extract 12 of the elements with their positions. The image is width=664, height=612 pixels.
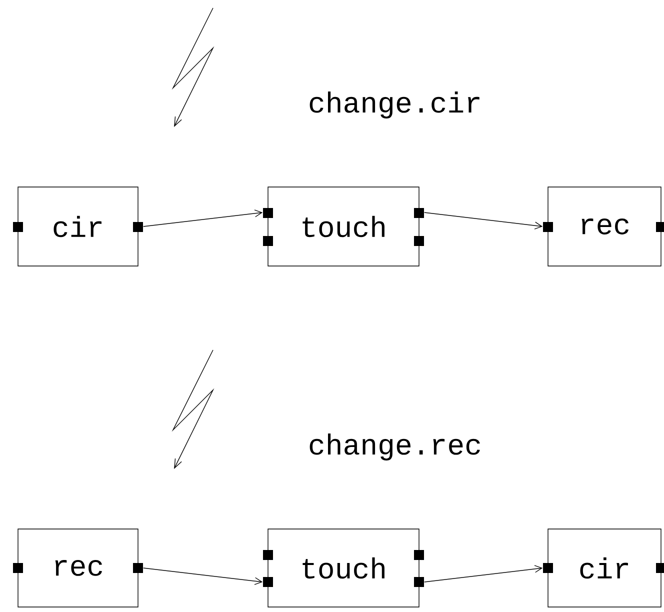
event-label: change.cir bbox=[310, 91, 480, 118]
arrow bbox=[424, 565, 543, 582]
arrow bbox=[424, 212, 543, 230]
component-box: rec bbox=[548, 186, 662, 266]
arrow bbox=[143, 210, 263, 227]
component-box: cir bbox=[548, 528, 662, 608]
component-box: rec bbox=[18, 528, 138, 608]
component-box: touch bbox=[268, 528, 420, 608]
event-label: change.rec bbox=[310, 433, 480, 460]
arrow bbox=[143, 568, 263, 585]
component-box: cir bbox=[18, 186, 138, 266]
component-box: touch bbox=[268, 186, 420, 266]
